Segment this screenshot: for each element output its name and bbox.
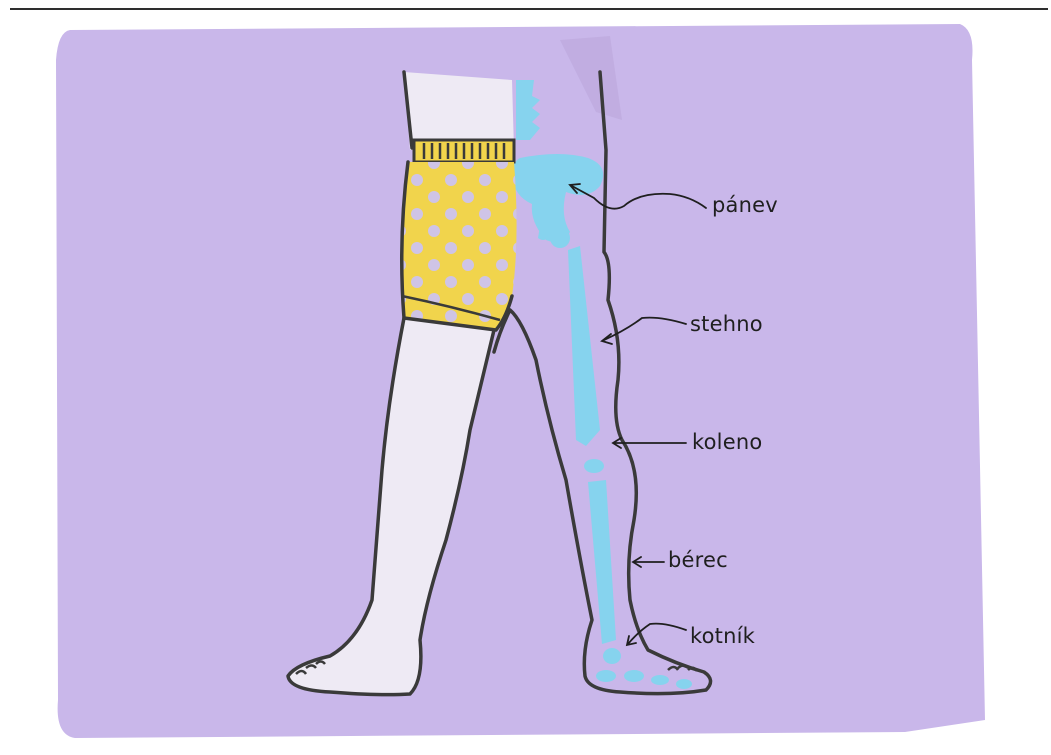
hip-joint <box>550 228 570 248</box>
foot-bone <box>624 670 644 682</box>
foot-bone <box>676 679 692 689</box>
label-shin: bérec <box>668 548 728 572</box>
label-pelvis: pánev <box>712 193 778 217</box>
label-knee: koleno <box>692 430 762 454</box>
foot-bone <box>596 670 616 682</box>
ankle-bone <box>603 648 621 664</box>
foot-bone <box>651 675 669 685</box>
torso-fill <box>404 72 514 150</box>
kneecap-bone <box>584 459 604 473</box>
label-thigh: stehno <box>690 312 763 336</box>
label-ankle: kotník <box>690 624 755 648</box>
shorts-dots <box>402 162 517 330</box>
